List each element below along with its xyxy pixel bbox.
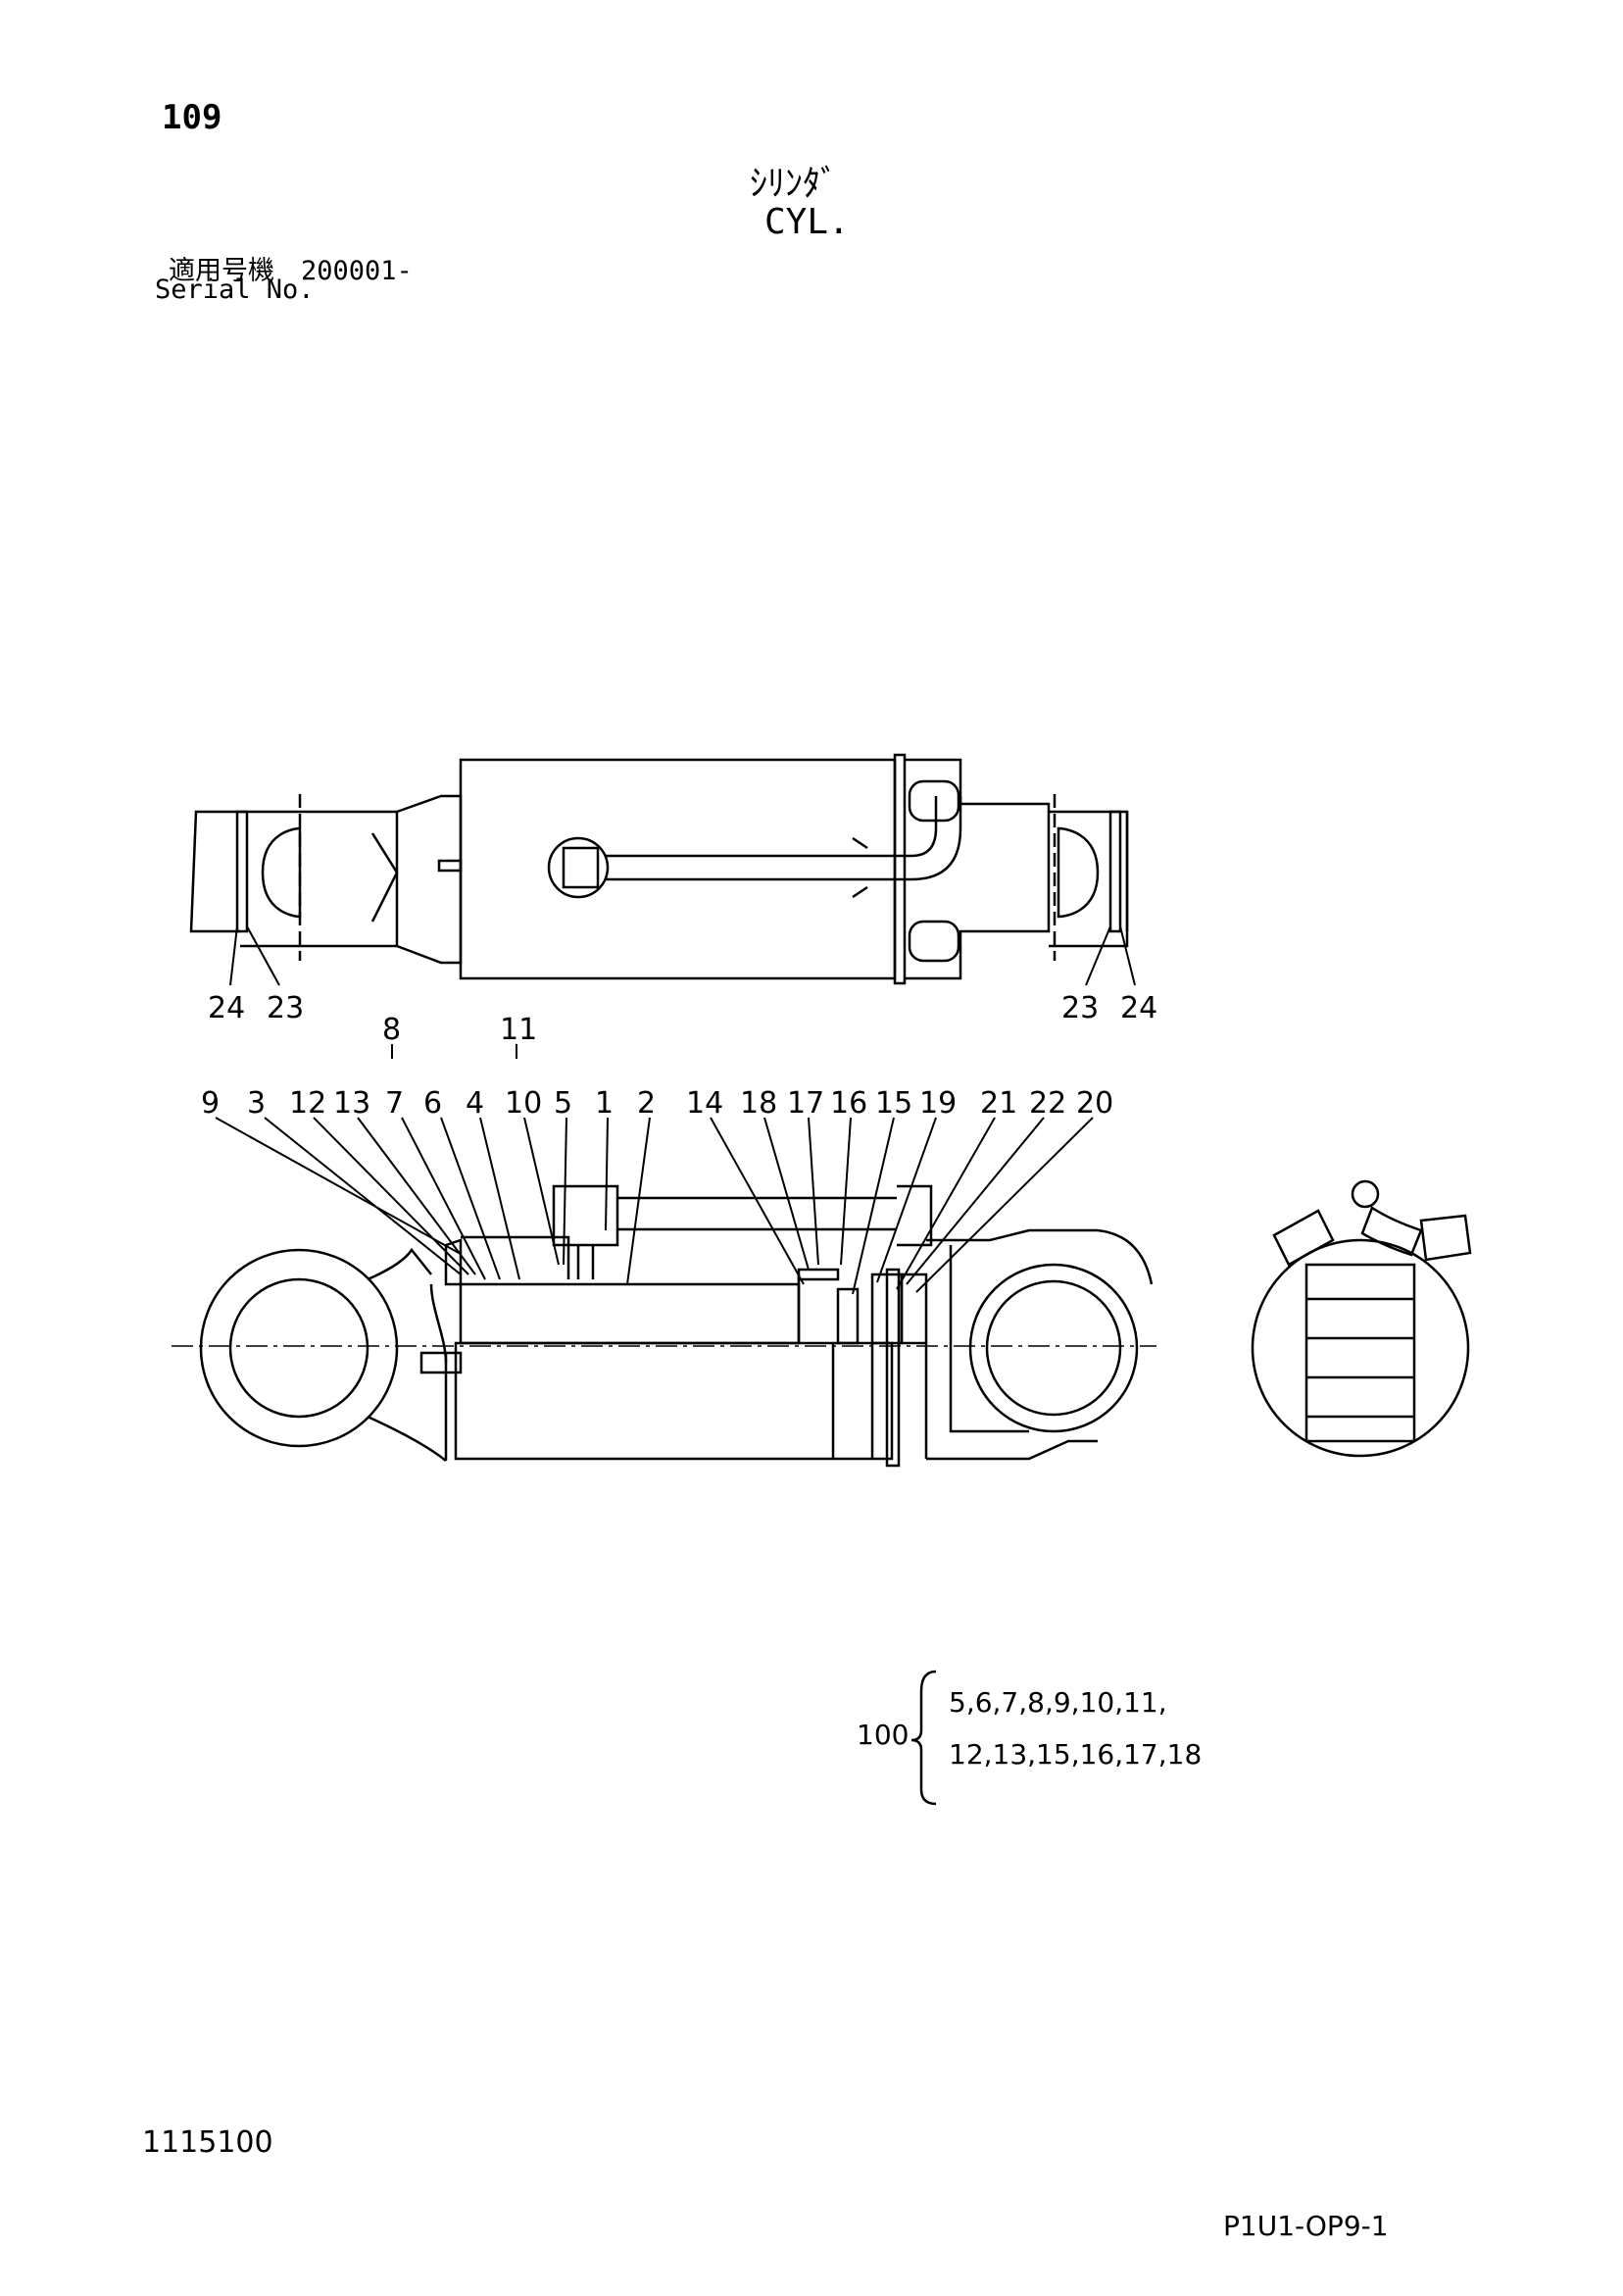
top-view-cylinder [189,753,1129,985]
title-japanese: ｼﾘﾝﾀﾞ [750,164,838,204]
callout-7: 7 [385,1086,404,1121]
end-view-cylinder [1251,1179,1472,1458]
callout-23-right: 23 [1061,991,1099,1025]
serial-label-japanese: 適用号機 200001- [169,256,413,286]
section-view-leaders [215,1044,1094,1295]
kit-number: 100 [857,1719,910,1751]
callout-17: 17 [787,1086,824,1121]
kit-contents-line-1: 5,6,7,8,9,10,11, [949,1686,1167,1719]
callout-11: 11 [500,1013,537,1047]
callout-14: 14 [686,1086,723,1121]
callout-10: 10 [505,1086,542,1121]
callout-1: 1 [595,1086,614,1121]
kit-contents-line-2: 12,13,15,16,17,18 [949,1738,1203,1771]
callout-16: 16 [830,1086,867,1121]
callout-2: 2 [637,1086,656,1121]
callout-4: 4 [466,1086,484,1121]
callout-24-right: 24 [1120,991,1157,1025]
callout-19: 19 [919,1086,957,1121]
serial-label-english: Serial No. [155,275,315,305]
title-english: CYL. [764,202,850,242]
callout-20: 20 [1076,1086,1113,1121]
page-number: 109 [162,98,222,137]
callout-15: 15 [875,1086,912,1121]
callout-23-left: 23 [267,991,304,1025]
callout-18: 18 [740,1086,777,1121]
callout-12: 12 [289,1086,326,1121]
callout-9: 9 [201,1086,220,1121]
page-reference: P1U1-OP9-1 [1223,2210,1389,2242]
callout-21: 21 [980,1086,1017,1121]
callout-6: 6 [423,1086,442,1121]
drawing-number: 1115100 [142,2125,273,2160]
section-view-cylinder [172,1184,1156,1468]
callout-8: 8 [382,1013,401,1047]
kit-bracket [910,1670,937,1806]
callout-22: 22 [1029,1086,1066,1121]
callout-13: 13 [333,1086,370,1121]
callout-3: 3 [247,1086,266,1121]
callout-5: 5 [554,1086,572,1121]
top-view-leaders [229,925,1136,986]
callout-24-left: 24 [208,991,245,1025]
